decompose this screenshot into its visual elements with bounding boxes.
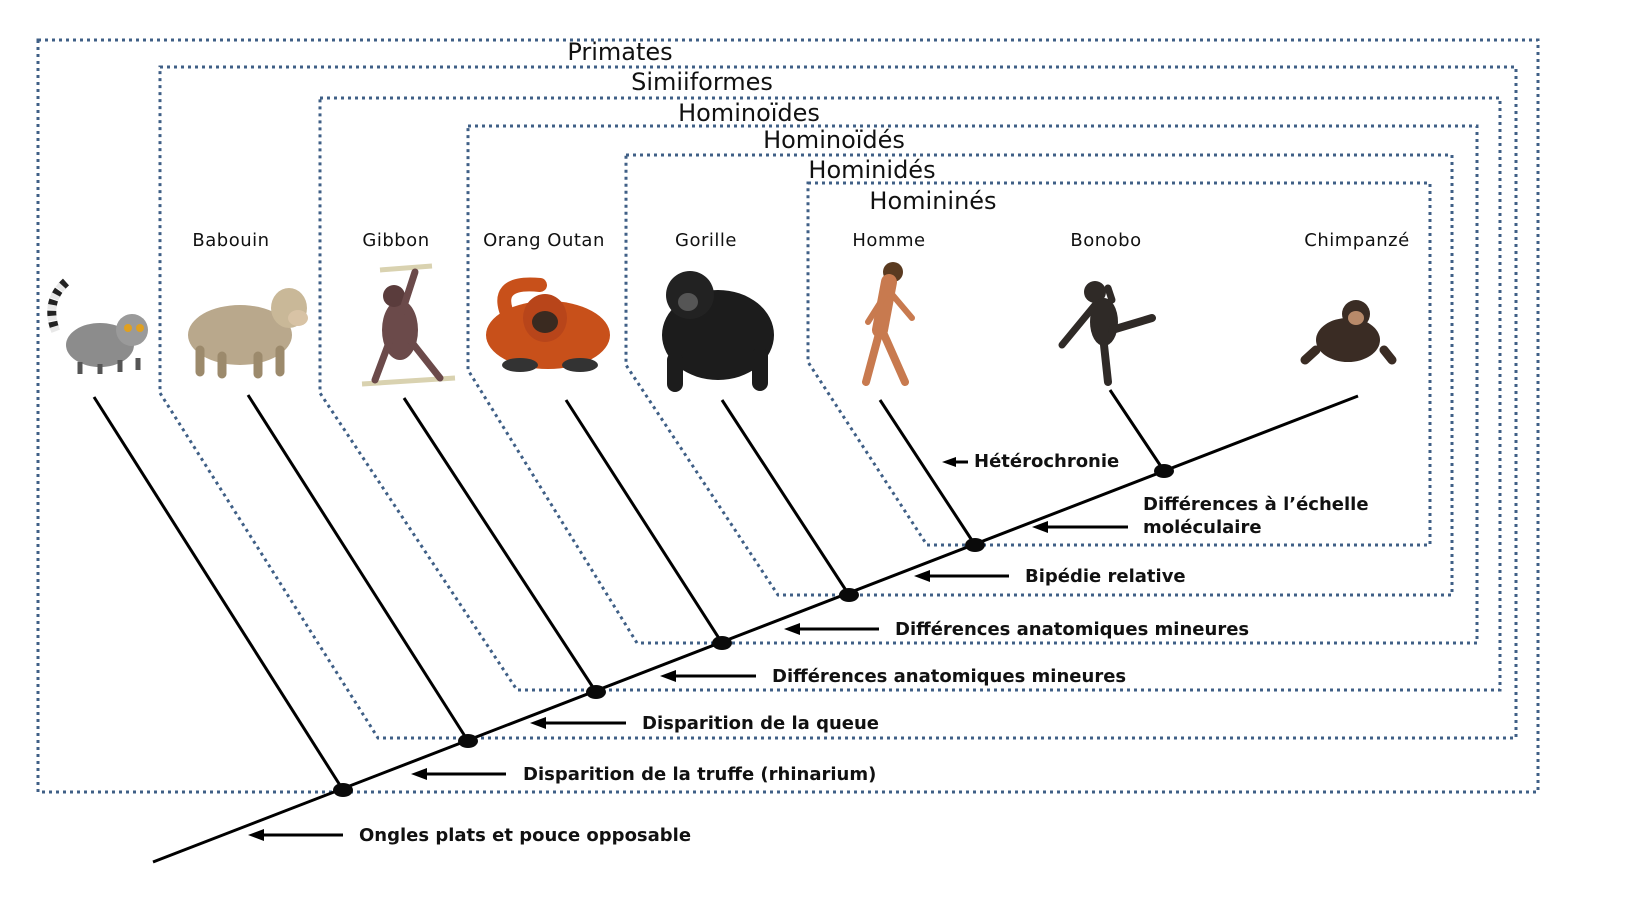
trait-label-t8b: moléculaire bbox=[1143, 517, 1262, 538]
hominides-box bbox=[624, 153, 1454, 597]
trait-label-t3: Disparition de la queue bbox=[642, 713, 879, 734]
hominoides-box bbox=[318, 96, 1502, 692]
taxon-label-babouin: Babouin bbox=[192, 230, 269, 251]
group-label-hominoides: Hominoïdes bbox=[678, 99, 820, 127]
trait-label-t5: Différences anatomiques mineures bbox=[895, 619, 1249, 640]
group-label-primates: Primates bbox=[567, 38, 672, 66]
node-pan bbox=[1154, 464, 1174, 478]
arrow-t7 bbox=[942, 457, 968, 467]
arrow-t8 bbox=[1032, 521, 1128, 533]
node-hominines bbox=[965, 538, 985, 552]
bonobo-icon bbox=[1058, 281, 1156, 386]
arrow-t4 bbox=[660, 670, 756, 682]
arrow-t3 bbox=[530, 717, 626, 729]
human-icon bbox=[862, 262, 915, 386]
simiiformes-box bbox=[158, 65, 1518, 740]
orangutan-icon bbox=[486, 277, 610, 372]
branch-babouin bbox=[246, 394, 470, 742]
arrow-t2 bbox=[411, 768, 506, 780]
taxon-label-gorille: Gorille bbox=[675, 230, 737, 251]
taxon-label-bonobo: Bonobo bbox=[1070, 230, 1141, 251]
branch-orang bbox=[564, 399, 724, 644]
node-hominides bbox=[839, 588, 859, 602]
group-label-hominoides2: Hominoïdés bbox=[763, 126, 905, 154]
chimpanzee-icon bbox=[1300, 300, 1397, 365]
branch-lemur bbox=[92, 396, 345, 791]
node-hominoides bbox=[586, 685, 606, 699]
trait-label-t4: Différences anatomiques mineures bbox=[772, 666, 1126, 687]
taxon-label-homme: Homme bbox=[852, 230, 925, 251]
group-label-hominines: Homininés bbox=[869, 187, 996, 215]
trait-label-t2: Disparition de la truffe (rhinarium) bbox=[523, 764, 876, 785]
branch-bonobo bbox=[1108, 389, 1166, 472]
node-simiiformes bbox=[458, 734, 478, 748]
hominines-box bbox=[806, 181, 1432, 547]
group-label-hominides: Hominidés bbox=[808, 156, 935, 184]
arrow-t1 bbox=[248, 829, 343, 841]
branch-homme bbox=[878, 399, 977, 546]
group-label-simiiformes: Simiiformes bbox=[631, 68, 773, 96]
taxon-label-chimpanze: Chimpanzé bbox=[1304, 230, 1409, 251]
lemur-icon bbox=[47, 278, 148, 374]
node-primates bbox=[333, 783, 353, 797]
trait-label-t7: Hétérochronie bbox=[974, 451, 1119, 472]
node-hominoides2 bbox=[712, 636, 732, 650]
trait-label-t1: Ongles plats et pouce opposable bbox=[359, 825, 691, 846]
trait-label-t6: Bipédie relative bbox=[1025, 566, 1186, 587]
branch-gorille bbox=[720, 399, 851, 596]
trait-label-t8a: Différences à l’échelle bbox=[1143, 494, 1369, 515]
taxon-label-gibbon: Gibbon bbox=[362, 230, 429, 251]
baboon-icon bbox=[188, 288, 308, 379]
arrow-t6 bbox=[914, 570, 1009, 582]
branch-gibbon bbox=[402, 397, 598, 693]
taxon-label-orang: Orang Outan bbox=[483, 230, 605, 251]
gorilla-icon bbox=[662, 271, 774, 392]
gibbon-icon bbox=[361, 263, 456, 387]
arrow-t5 bbox=[784, 623, 879, 635]
hominoides2-box bbox=[466, 124, 1479, 645]
